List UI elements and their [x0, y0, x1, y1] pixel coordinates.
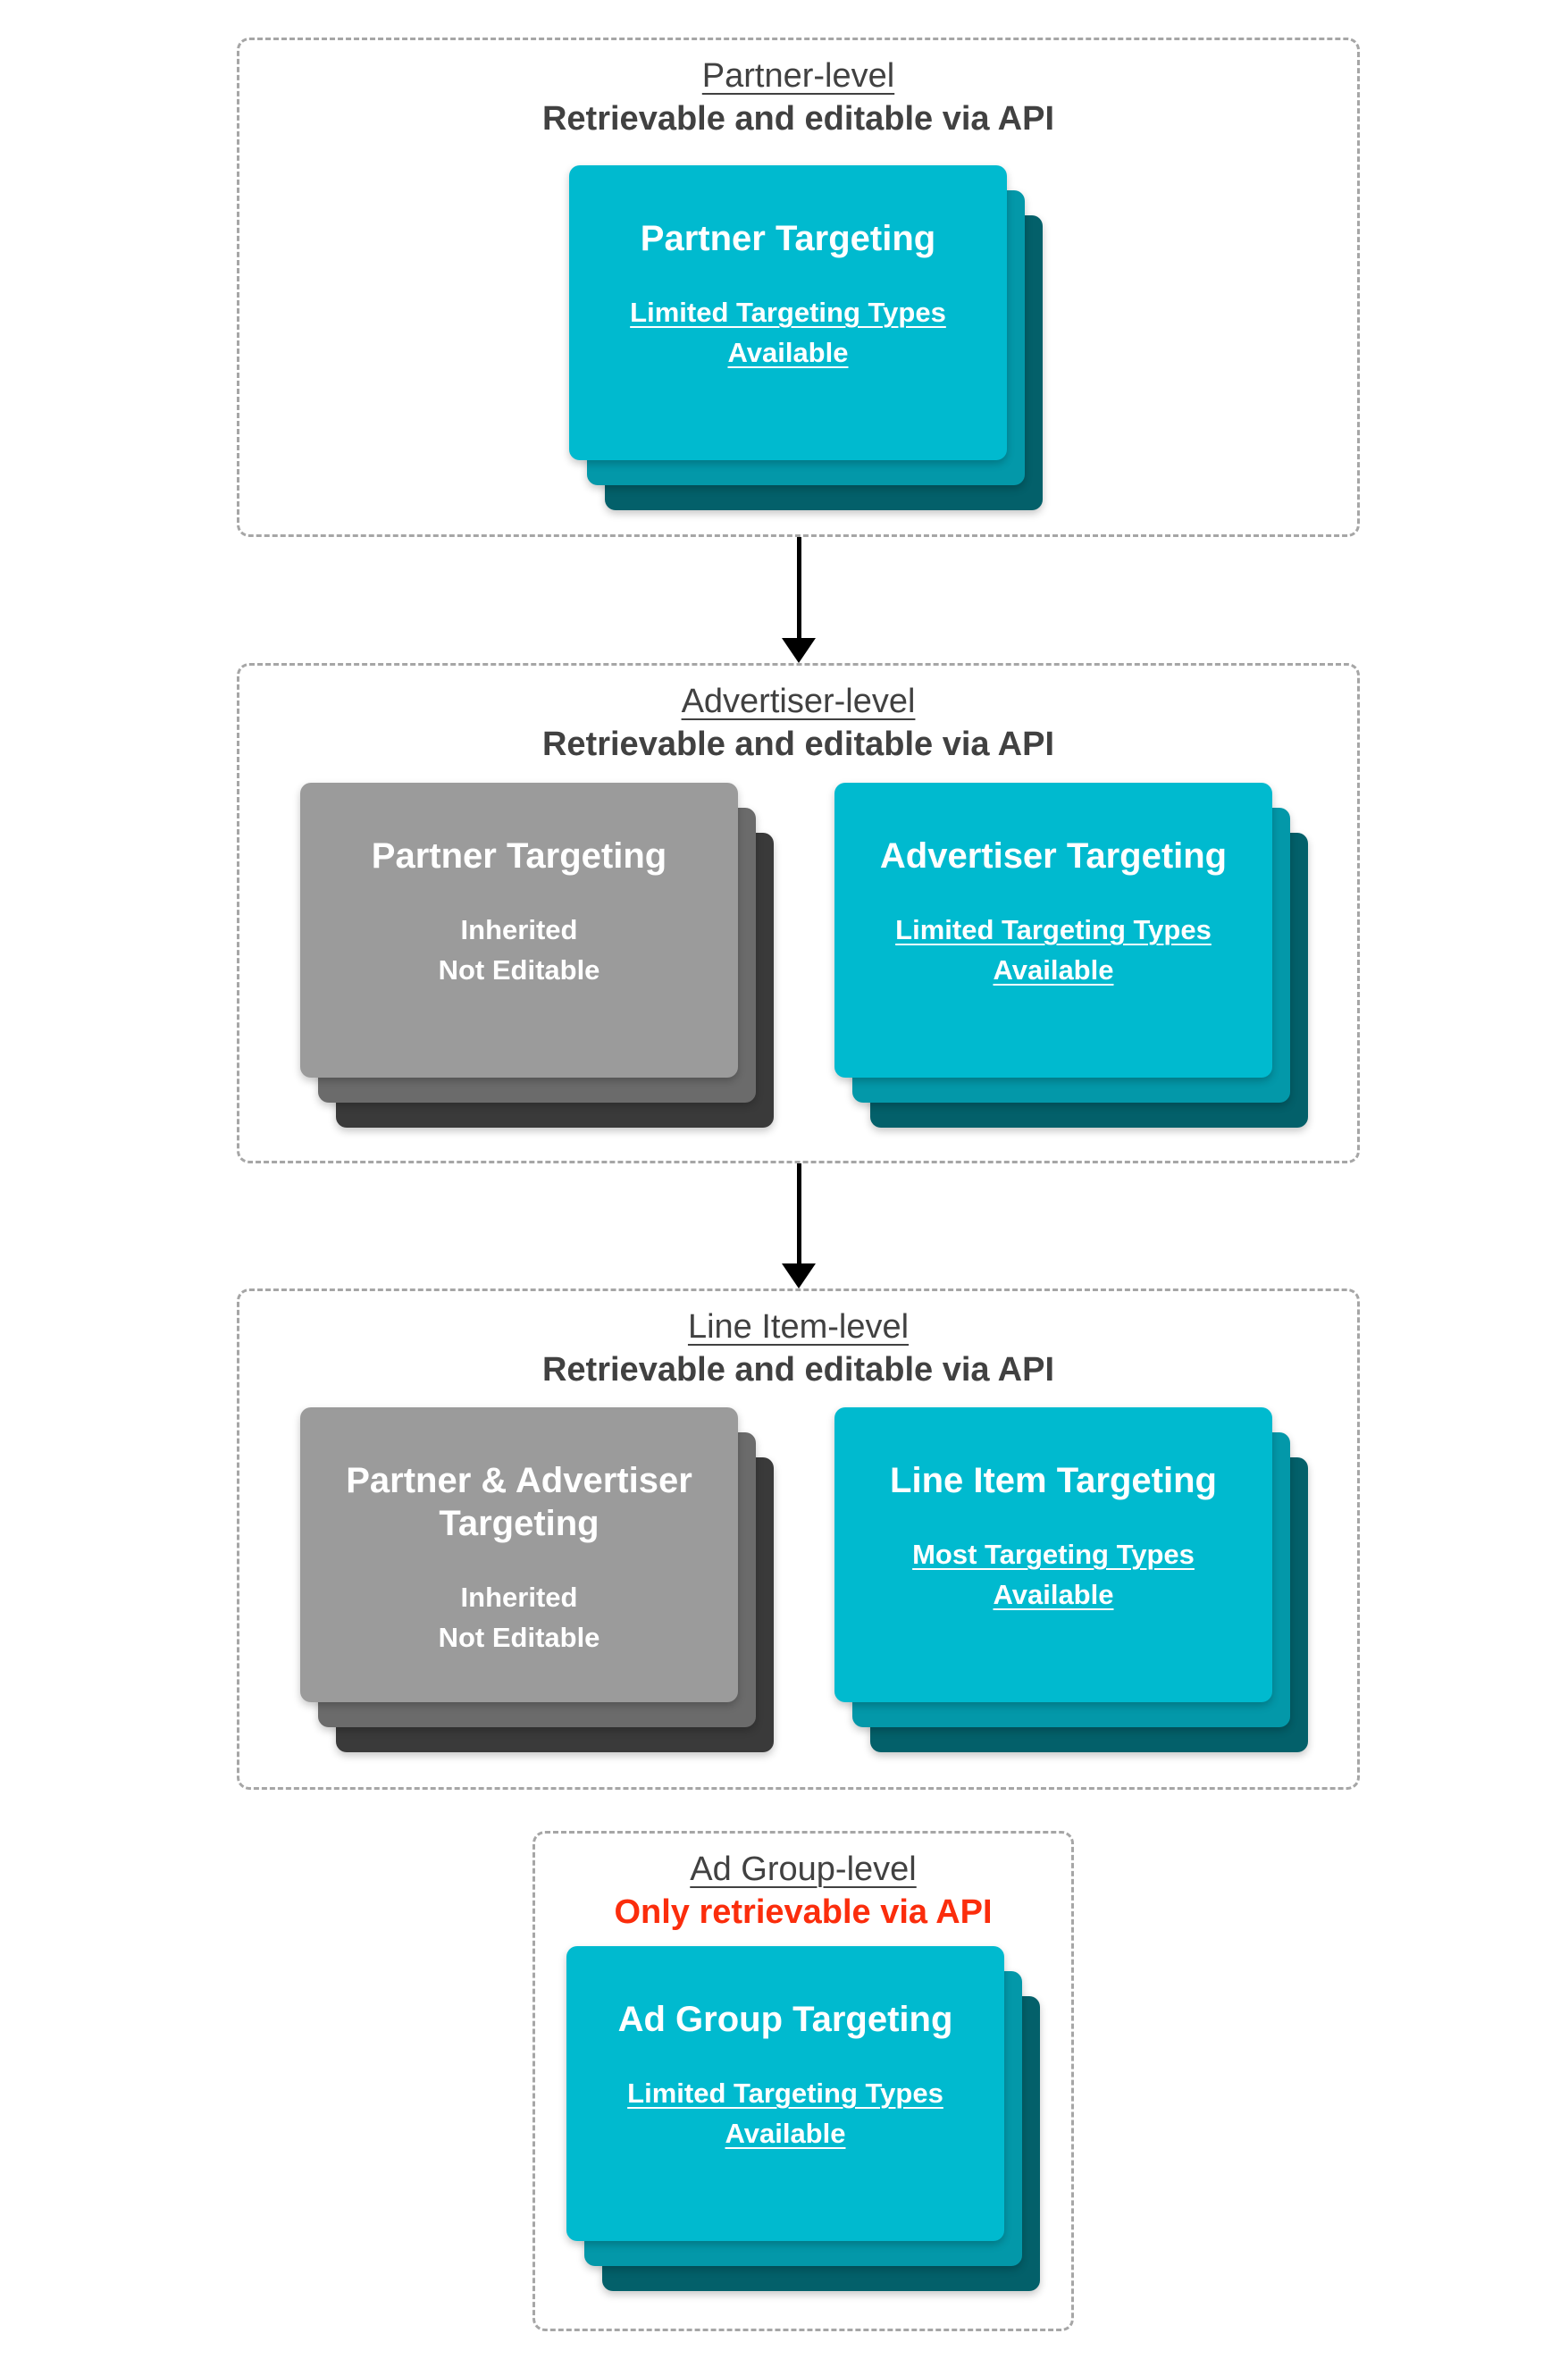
- section-title: Advertiser-level: [681, 683, 916, 720]
- card-inherited-partner-targeting: Partner Targeting Inherited Not Editable: [300, 783, 738, 1078]
- card-stack-inherited-partner-advertiser-targeting: Partner & Advertiser Targeting Inherited…: [300, 1407, 774, 1752]
- card-body-line: Available: [727, 337, 849, 368]
- section-header: Ad Group-level Only retrievable via API: [535, 1848, 1071, 1934]
- section-title: Ad Group-level: [690, 1851, 917, 1888]
- card-ad-group-targeting: Ad Group Targeting Limited Targeting Typ…: [566, 1946, 1004, 2241]
- section-advertiser-level: Advertiser-level Retrievable and editabl…: [237, 663, 1360, 1163]
- section-title: Line Item-level: [687, 1308, 910, 1346]
- card-title: Partner Targeting: [371, 836, 667, 876]
- card-advertiser-targeting: Advertiser Targeting Limited Targeting T…: [834, 783, 1272, 1078]
- arrow-shaft: [796, 537, 801, 638]
- card-body-line: Most Targeting Types: [912, 1539, 1195, 1570]
- card-body-line: Limited Targeting Types: [627, 2077, 943, 2109]
- section-line-item-level: Line Item-level Retrievable and editable…: [237, 1288, 1360, 1790]
- card-inherited-partner-advertiser-targeting: Partner & Advertiser Targeting Inherited…: [300, 1407, 738, 1702]
- card-title: Partner Targeting: [640, 219, 936, 258]
- card-body-line: Inherited: [460, 1582, 578, 1613]
- section-subtitle: Retrievable and editable via API: [541, 1351, 1055, 1389]
- card-body-line: Limited Targeting Types: [895, 914, 1212, 945]
- section-header: Partner-level Retrievable and editable v…: [239, 55, 1357, 140]
- card-body-line: Available: [725, 2118, 846, 2149]
- card-stack-line-item-targeting: Line Item Targeting Most Targeting Types…: [834, 1407, 1308, 1752]
- card-body-line: Available: [993, 1579, 1114, 1610]
- card-title: Ad Group Targeting: [617, 2000, 953, 2039]
- card-body-line: Not Editable: [438, 954, 600, 986]
- card-stack-inherited-partner-targeting: Partner Targeting Inherited Not Editable: [300, 783, 774, 1128]
- section-header: Advertiser-level Retrievable and editabl…: [239, 680, 1357, 766]
- down-arrow-icon: [782, 537, 816, 663]
- section-title: Partner-level: [701, 57, 895, 95]
- card-line-item-targeting: Line Item Targeting Most Targeting Types…: [834, 1407, 1272, 1702]
- card-partner-targeting: Partner Targeting Limited Targeting Type…: [569, 165, 1007, 460]
- card-stack-ad-group-targeting: Ad Group Targeting Limited Targeting Typ…: [566, 1946, 1040, 2291]
- card-body-line: Available: [993, 954, 1114, 986]
- section-ad-group-level: Ad Group-level Only retrievable via API …: [532, 1831, 1074, 2331]
- arrow-shaft: [796, 1163, 801, 1263]
- card-stack-partner-targeting: Partner Targeting Limited Targeting Type…: [569, 165, 1043, 510]
- arrow-head-icon: [782, 638, 816, 663]
- section-subtitle: Retrievable and editable via API: [541, 100, 1055, 138]
- card-title: Line Item Targeting: [890, 1461, 1217, 1500]
- card-body-line: Not Editable: [438, 1622, 600, 1653]
- arrow-head-icon: [782, 1263, 816, 1288]
- section-subtitle-warning: Only retrievable via API: [614, 1893, 993, 1931]
- section-partner-level: Partner-level Retrievable and editable v…: [237, 38, 1360, 537]
- card-body-line: Limited Targeting Types: [630, 297, 946, 328]
- card-title: Partner & Advertiser Targeting: [346, 1461, 692, 1543]
- card-stack-advertiser-targeting: Advertiser Targeting Limited Targeting T…: [834, 783, 1308, 1128]
- card-body-line: Inherited: [460, 914, 578, 945]
- section-header: Line Item-level Retrievable and editable…: [239, 1305, 1357, 1391]
- section-subtitle: Retrievable and editable via API: [541, 726, 1055, 763]
- card-title: Advertiser Targeting: [879, 836, 1228, 876]
- down-arrow-icon: [782, 1163, 816, 1288]
